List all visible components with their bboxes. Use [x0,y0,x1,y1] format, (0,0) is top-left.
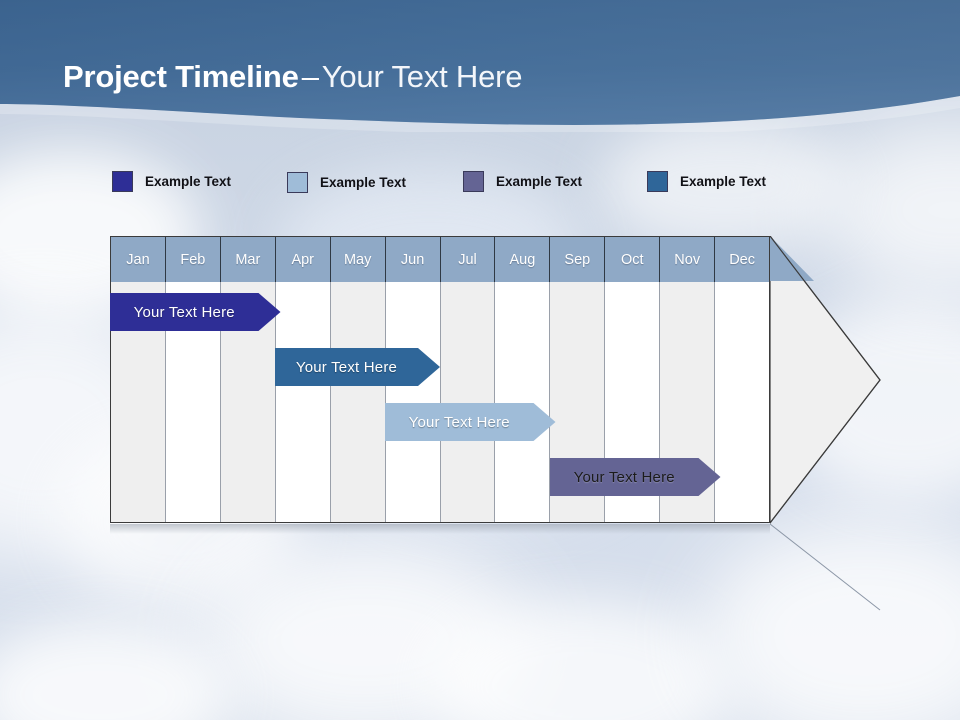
month-column [165,237,221,522]
task-bar[interactable]: Your Text Here [550,458,721,496]
gantt-chart: Jan Feb Mar Apr May Jun Jul Aug Sep Oct … [110,234,881,525]
month-header-jun[interactable]: Jun [385,237,441,282]
month-header-row: Jan Feb Mar Apr May Jun Jul Aug Sep Oct … [111,237,770,282]
legend-item-label: Example Text [320,174,407,190]
month-header-apr[interactable]: Apr [275,237,331,282]
chart-reflection [110,524,770,534]
month-header-mar[interactable]: Mar [220,237,276,282]
month-header-feb[interactable]: Feb [165,237,221,282]
arrow-reflection [770,524,882,614]
page-title-strong: Project Timeline [63,59,299,94]
cloud-shape [600,120,850,250]
month-header-oct[interactable]: Oct [605,237,661,282]
task-bar-label: Your Text Here [133,303,235,321]
month-header-sep[interactable]: Sep [550,237,606,282]
legend-swatch-icon [287,171,308,193]
task-bar-label: Your Text Here [573,468,675,486]
legend-swatch-icon [463,170,484,192]
month-header-may[interactable]: May [330,237,386,282]
month-header-dec[interactable]: Dec [715,237,770,282]
month-column [495,237,551,522]
legend-item-label: Example Text [680,173,767,189]
month-column [440,237,496,522]
task-bar[interactable]: Your Text Here [385,403,556,441]
month-header-jan[interactable]: Jan [111,237,166,282]
task-bar-label: Your Text Here [295,358,398,376]
month-header-jul[interactable]: Jul [440,237,496,282]
legend-item[interactable]: Example Text [647,170,766,192]
page-title-light: Your Text Here [321,59,523,94]
legend-swatch-icon [647,170,668,192]
timeline-arrowhead [769,234,881,525]
month-column [715,237,770,522]
task-bar[interactable]: Your Text Here [275,348,440,386]
legend-item[interactable]: Example Text [112,170,231,192]
legend-item[interactable]: Example Text [287,171,406,193]
task-bar[interactable]: Your Text Here [110,293,281,331]
legend: Example Text Example Text Example Text E… [0,0,960,193]
header-banner [0,0,960,132]
month-column [111,237,166,522]
month-column [220,237,276,522]
page-title: Project Timeline–Your Text Here [63,58,522,96]
legend-swatch-icon [112,170,133,192]
legend-item-label: Example Text [145,173,232,189]
legend-item-label: Example Text [496,173,583,189]
task-bar-label: Your Text Here [408,413,510,431]
page-title-dash: – [301,59,319,94]
month-header-aug[interactable]: Aug [495,237,551,282]
legend-item[interactable]: Example Text [463,170,582,192]
month-header-nov[interactable]: Nov [660,237,716,282]
